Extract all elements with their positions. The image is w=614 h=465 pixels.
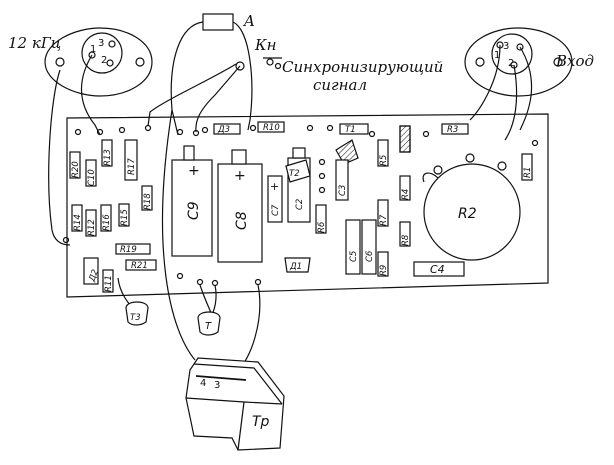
resistor-r10 (257, 121, 285, 133)
label-d3: Д3 (217, 125, 230, 135)
label-r15: R15 (120, 209, 130, 226)
button-a-label: A (242, 12, 255, 30)
resistor-r8 (399, 221, 411, 247)
pin-label: 3 (503, 41, 509, 52)
label-r7: R7 (379, 214, 389, 226)
label-c2: C2 (295, 199, 305, 210)
label-r13: R13 (103, 149, 113, 166)
wiring (48, 21, 533, 371)
label-r18: R18 (143, 193, 153, 210)
resistor-d3 (213, 123, 241, 135)
terminal-left (235, 61, 245, 71)
label-r16: R16 (102, 214, 112, 231)
solder-pads (62, 124, 539, 287)
label-r8: R8 (401, 234, 411, 246)
transistor-t2: T2 (285, 159, 311, 183)
transistor-d1: Д1 (284, 257, 311, 273)
svg-text:+: + (270, 180, 279, 193)
transistor-t1: T1 (335, 123, 369, 165)
label-t1: T1 (345, 125, 356, 135)
transformer-pin-4: 4 (200, 378, 206, 389)
label-c10: C10 (87, 169, 97, 186)
transistor-t3: T3 (125, 301, 149, 326)
label-t2: T2 (289, 169, 300, 179)
capacitor-c6 (361, 219, 377, 275)
transformer-label: Тр (252, 414, 270, 430)
capacitor-c2: + C2 (287, 147, 311, 223)
transformer-tr: 4 3 Тр (185, 357, 285, 451)
transistor-t: T (197, 311, 221, 336)
resistor-r4 (399, 175, 411, 201)
resistor-r6 (315, 204, 327, 234)
label-r12: R12 (87, 219, 97, 236)
label-c6: C6 (365, 250, 375, 262)
pin-label: 2 (101, 55, 107, 66)
resistor-r7 (377, 199, 389, 227)
resistor-r1 (521, 153, 533, 181)
label-r6: R6 (317, 221, 327, 233)
capacitor-c9: + C9 (171, 145, 213, 257)
label-r10: R10 (263, 123, 280, 133)
label-r1: R1 (523, 167, 533, 178)
button-kn-label: Кн (254, 36, 277, 54)
svg-text:+: + (234, 168, 246, 184)
left-resistor-column: R20 C10 R13 R14 R12 R16 R15 R17 R18 R19 … (69, 139, 157, 293)
label-c4: C4 (430, 263, 445, 276)
label-r4: R4 (401, 189, 411, 200)
pin-label: 3 (98, 38, 104, 49)
label-r14: R14 (73, 214, 83, 231)
label-r5: R5 (379, 155, 389, 166)
sync-signal-label-2: сигнал (313, 76, 367, 94)
terminal-kn-1 (266, 58, 274, 66)
resistor-r9 (377, 251, 389, 277)
potentiometer-r2: R2 (422, 153, 521, 261)
label-c3: C3 (338, 185, 348, 196)
label-c9: C9 (186, 201, 202, 220)
svg-text:T: T (205, 321, 212, 332)
resistor-r5 (377, 139, 389, 167)
connector-input: 3 1 2 (464, 27, 573, 97)
label-c8: C8 (234, 211, 250, 230)
resistor-r3 (441, 123, 469, 135)
capacitor-c3 (335, 159, 349, 201)
label-c7: C7 (271, 204, 281, 216)
label-r21: R21 (131, 261, 148, 271)
capacitor-c8: + C8 (217, 149, 263, 263)
label-d2: Д2 (87, 268, 101, 284)
label-r3: R3 (447, 125, 458, 135)
label-r11: R11 (104, 275, 114, 292)
label-r2: R2 (458, 206, 477, 222)
button-a-body (202, 13, 234, 31)
pin-label: 2 (508, 58, 514, 69)
connector-12khz: 3 1 2 (44, 27, 153, 97)
terminal-kn-2 (274, 62, 282, 70)
capacitor-c5 (345, 219, 361, 275)
label-t3: T3 (130, 313, 141, 323)
label-r17: R17 (127, 158, 137, 175)
transformer-pin-3: 3 (214, 380, 220, 391)
input-connector-label: Вход (555, 52, 594, 70)
capacitor-c4 (413, 261, 465, 277)
pin-label: 1 (90, 44, 96, 55)
svg-text:+: + (188, 163, 200, 179)
label-d1: Д1 (289, 262, 302, 272)
label-r9: R9 (379, 265, 389, 276)
label-r20: R20 (71, 161, 81, 178)
capacitor-c7: + C7 (267, 175, 283, 223)
label-c5: C5 (349, 251, 359, 262)
pin-label: 1 (494, 50, 500, 61)
label-r19: R19 (120, 245, 137, 255)
freq-connector-label: 12 кГц (8, 34, 61, 52)
sync-signal-label-1: Синхронизирующий (282, 58, 443, 76)
